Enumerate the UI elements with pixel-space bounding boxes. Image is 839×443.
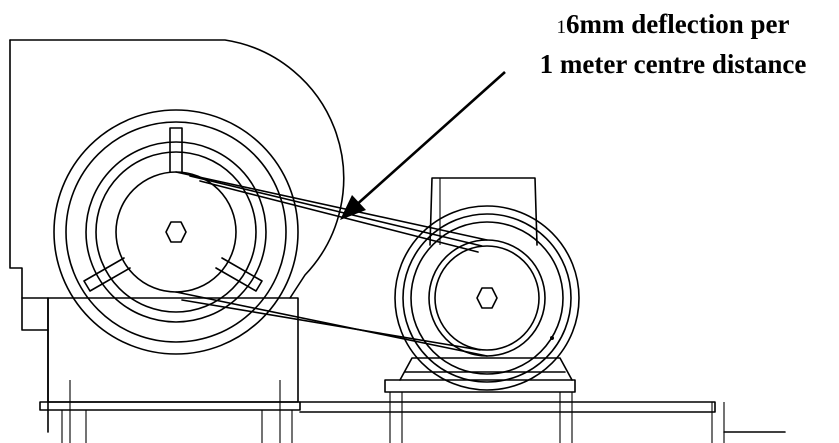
callout-line-1: 16mm deflection per [512,6,834,46]
callout-line-2: 1 meter centre distance [539,49,807,79]
callout-line-1-lead: 1 [556,17,567,38]
callout-line-1-rest: 6mm deflection per [566,9,790,39]
fan-pulley [53,109,299,355]
motor-base [299,379,786,443]
fan-pedestal [39,297,301,443]
arrow-head-icon [340,195,366,220]
motor-hub-bolt [476,287,498,309]
fan-housing [9,39,345,433]
v-belts [175,171,488,357]
motor-pulley [394,205,580,391]
fan-hub-bolt [165,221,187,243]
deflection-arrow [340,71,506,220]
deflection-callout: 16mm deflection per 1 meter centre dista… [512,6,834,82]
